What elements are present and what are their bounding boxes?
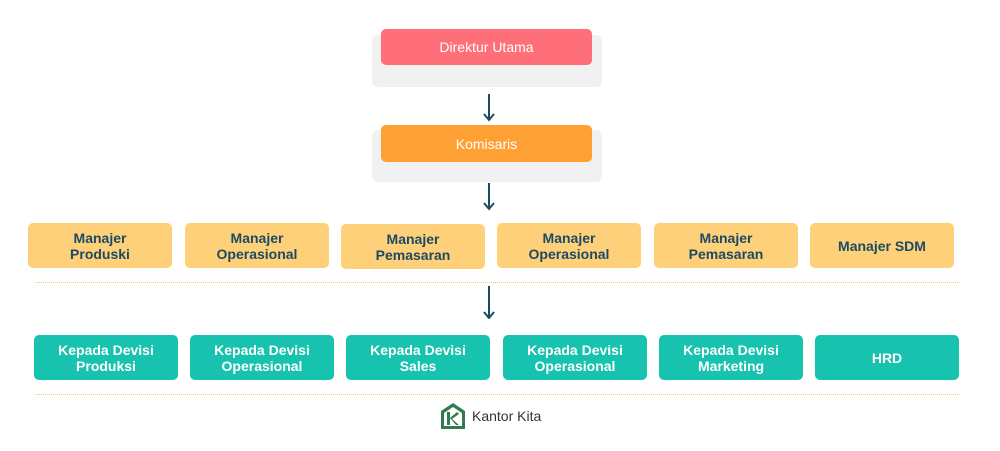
division-box: Kepada Devisi Marketing — [659, 335, 803, 380]
manager-label: Manajer Pemasaran — [375, 230, 451, 263]
manager-box: Manajer Pemasaran — [341, 224, 485, 269]
manager-label: Manajer Operasional — [528, 229, 610, 262]
arrow-down-icon — [483, 286, 495, 319]
division-label: Kepada Devisi Sales — [370, 341, 466, 374]
division-box: HRD — [815, 335, 959, 380]
director-box: Direktur Utama — [381, 29, 592, 65]
arrow-down-icon — [483, 94, 495, 122]
division-label: HRD — [871, 349, 903, 366]
arrow-down-icon — [483, 183, 495, 211]
manager-label: Manajer Pemasaran — [688, 229, 764, 262]
division-label: Kepada Devisi Operasional — [214, 341, 310, 374]
manager-label: Manajer Produski — [70, 229, 130, 262]
manager-label: Manajer Operasional — [216, 229, 298, 262]
division-box: Kepada Devisi Produksi — [34, 335, 178, 380]
brand-logo: Kantor Kita — [440, 402, 541, 430]
logo-text: Kantor Kita — [472, 408, 542, 424]
division-label: Kepada Devisi Operasional — [527, 341, 623, 374]
division-box: Kepada Devisi Operasional — [190, 335, 334, 380]
manager-box: Manajer Pemasaran — [654, 223, 798, 268]
division-box: Kepada Devisi Sales — [346, 335, 490, 380]
dotted-divider — [35, 394, 960, 395]
director-label: Direktur Utama — [439, 39, 534, 55]
manager-label: Manajer SDM — [838, 237, 926, 254]
division-box: Kepada Devisi Operasional — [503, 335, 647, 380]
manager-box: Manajer Operasional — [497, 223, 641, 268]
commissioner-box: Komisaris — [381, 125, 592, 162]
manager-box: Manajer SDM — [810, 223, 954, 268]
manager-box: Manajer Produski — [28, 223, 172, 268]
division-label: Kepada Devisi Produksi — [58, 341, 154, 374]
division-label: Kepada Devisi Marketing — [683, 341, 779, 374]
kantor-kita-logo-icon — [441, 403, 465, 429]
commissioner-label: Komisaris — [455, 135, 518, 152]
dotted-divider — [35, 282, 960, 283]
manager-box: Manajer Operasional — [185, 223, 329, 268]
